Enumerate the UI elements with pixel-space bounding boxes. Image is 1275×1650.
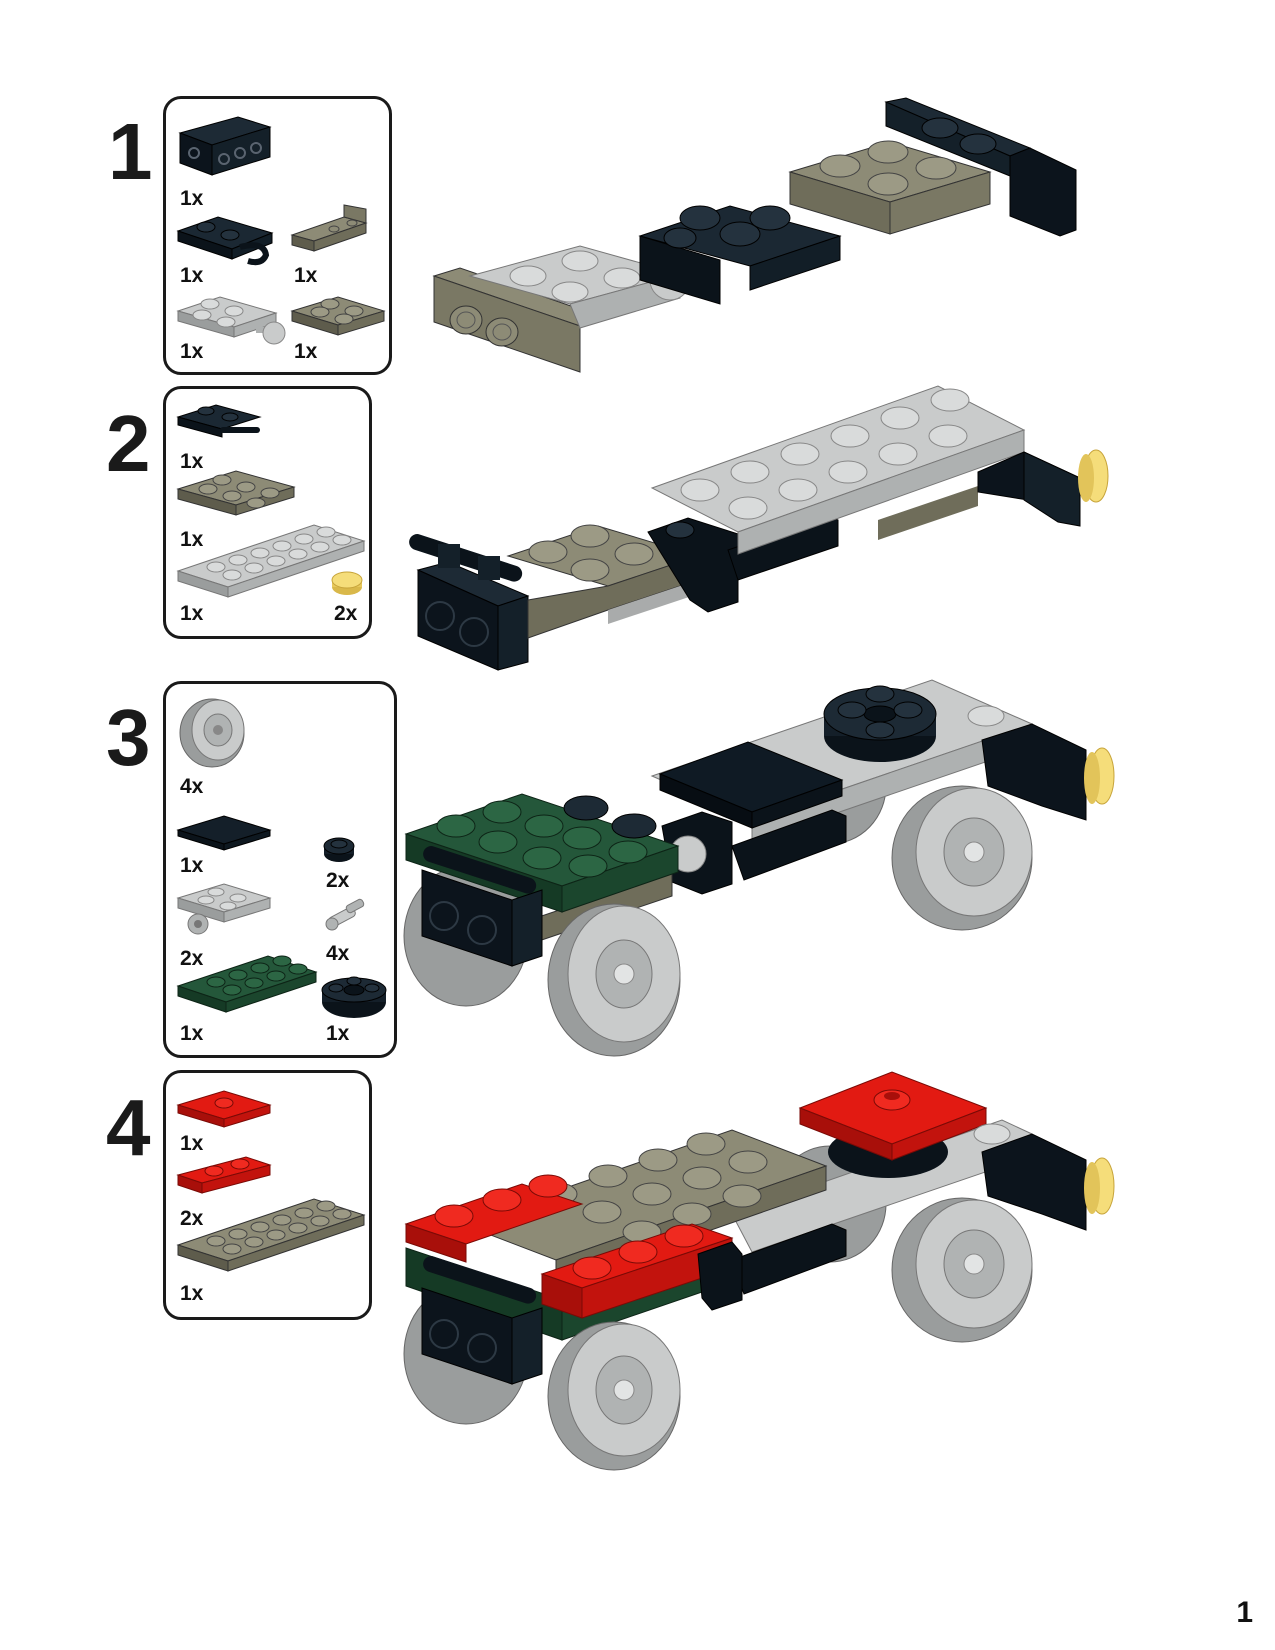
black-tile-2x2-icon xyxy=(176,815,272,851)
dark-green-plate-2x4-icon xyxy=(176,955,318,1013)
step-number-2: 2 xyxy=(106,399,150,488)
step-2-assembly xyxy=(409,385,1109,671)
qty-label: 1x xyxy=(180,340,204,363)
qty-label: 1x xyxy=(180,528,204,551)
step-number-3: 3 xyxy=(106,693,150,782)
step-3-assembly xyxy=(403,679,1115,1057)
qty-label: 1x xyxy=(180,854,204,877)
qty-label: 2x xyxy=(326,869,350,892)
light-gray-plate-2x6-icon xyxy=(176,524,366,598)
black-plate-with-bars-icon xyxy=(176,404,262,438)
qty-label: 1x xyxy=(294,264,318,287)
black-round-plate-icon xyxy=(323,837,355,862)
black-turntable-icon xyxy=(321,976,387,1018)
dark-gray-plate-2x2-icon xyxy=(290,296,386,336)
parts-list-step-3: 4x 1x 2x 2x 4x 1x xyxy=(163,681,397,1058)
wheel-icon xyxy=(179,698,245,768)
qty-label: 1x xyxy=(326,1022,350,1045)
step-number-4: 4 xyxy=(106,1083,150,1172)
parts-list-step-2: 1x 1x 1x 2x xyxy=(163,386,372,639)
dark-gray-plate-2x6-icon xyxy=(176,1198,366,1272)
light-gray-plate-with-ball-icon xyxy=(176,296,286,345)
qty-label: 4x xyxy=(326,942,350,965)
page-number: 1 xyxy=(1236,1596,1253,1629)
qty-label: 1x xyxy=(180,450,204,473)
trans-yellow-round-tile-icon xyxy=(331,571,363,595)
parts-list-step-4: 1x 2x 1x xyxy=(163,1070,372,1320)
qty-label: 2x xyxy=(334,602,358,625)
qty-label: 2x xyxy=(180,947,204,970)
red-jumper-plate-icon xyxy=(176,1090,272,1128)
qty-label: 2x xyxy=(180,1207,204,1230)
black-bracket-plate-icon xyxy=(178,116,272,176)
qty-label: 4x xyxy=(180,775,204,798)
step-number-1: 1 xyxy=(108,107,152,196)
qty-label: 1x xyxy=(180,187,204,210)
qty-label: 1x xyxy=(180,1132,204,1155)
qty-label: 1x xyxy=(180,1282,204,1305)
step-1-assembly xyxy=(432,97,1077,373)
qty-label: 1x xyxy=(180,1022,204,1045)
qty-label: 1x xyxy=(180,264,204,287)
black-plate-with-clip-icon xyxy=(176,216,274,266)
parts-list-step-1: 1x 1x 1x 1x xyxy=(163,96,392,375)
dark-gray-bracket-icon xyxy=(290,204,368,252)
axle-pin-icon xyxy=(325,898,365,931)
qty-label: 1x xyxy=(180,602,204,625)
step-4-assembly xyxy=(403,1071,1115,1471)
dark-gray-plate-2x3-icon xyxy=(176,470,296,516)
light-gray-plate-with-axle-holes-icon xyxy=(176,883,272,935)
qty-label: 1x xyxy=(294,340,318,363)
red-plate-1x2-icon xyxy=(176,1156,272,1194)
